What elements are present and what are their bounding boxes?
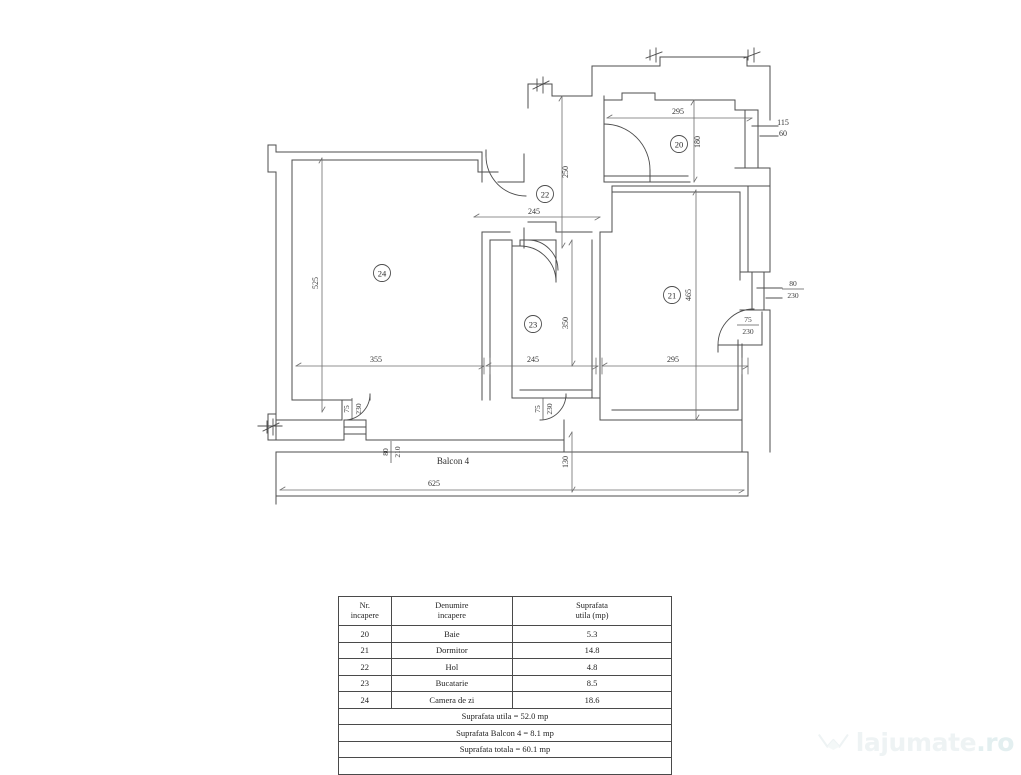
opening-size: 80 230: [782, 279, 804, 300]
table-header-row: Nr. incapere Denumire incapere Suprafata…: [338, 596, 672, 626]
table-row: 21 Dormitor 14.8: [338, 641, 672, 659]
dimension-label: 60: [779, 129, 787, 138]
dimension-label: 250: [561, 166, 570, 178]
dimension-label: 115: [777, 118, 789, 127]
dimension-label: 245: [527, 355, 539, 364]
room-marker-23: 23: [524, 315, 542, 333]
cell-room-number: 20: [338, 625, 392, 643]
summary-row: Suprafata Balcon 4 = 8.1 mp: [338, 724, 672, 742]
room-number-label: 22: [541, 190, 550, 200]
table-row: 24 Camera de zi 18.6: [338, 691, 672, 709]
room-number-label: 20: [675, 140, 684, 150]
opening-width: 80: [789, 279, 797, 288]
site-watermark: lajumate.ro: [818, 723, 1014, 761]
dimension-label: 130: [561, 456, 570, 468]
room-area-table: Nr. incapere Denumire incapere Suprafata…: [338, 596, 672, 775]
header-line-1: Suprafata: [576, 601, 608, 611]
cell-room-name: Bucatarie: [390, 674, 514, 692]
cell-room-area: 5.3: [512, 625, 672, 643]
summary-total-area: Suprafata totala = 60.1 mp: [338, 740, 672, 758]
partial-cell: [338, 757, 672, 775]
room-number-label: 24: [378, 269, 387, 279]
balcony-label: Balcon 4: [437, 456, 470, 466]
cell-room-number: 23: [338, 674, 392, 692]
opening-height: 210: [393, 446, 402, 458]
header-line-2: incapere: [437, 611, 466, 620]
opening-width: 75: [342, 405, 351, 413]
opening-size-labels: 80 230 75 230 75 230 75 230: [342, 279, 804, 463]
dimension-label: 465: [684, 289, 693, 301]
cell-room-name: Baie: [390, 625, 514, 643]
opening-size: 80 210: [381, 441, 402, 463]
room-marker-24: 24: [373, 264, 391, 282]
opening-height: 230: [545, 403, 554, 415]
opening-size: 75 230: [533, 398, 554, 420]
opening-height: 230: [742, 327, 754, 336]
room-marker-21: 21: [663, 286, 681, 304]
summary-row: Suprafata utila = 52.0 mp: [338, 707, 672, 725]
cell-room-name: Dormitor: [390, 641, 514, 659]
dimension-label: 295: [672, 107, 684, 116]
cell-room-area: 18.6: [512, 691, 672, 709]
room-number-markers: 20 21 22 23 24: [373, 135, 688, 333]
room-number-label: 21: [668, 291, 677, 301]
dimension-label: 355: [370, 355, 382, 364]
table-row: 22 Hol 4.8: [338, 658, 672, 676]
table-row: 23 Bucatarie 8.5: [338, 674, 672, 692]
cell-room-number: 22: [338, 658, 392, 676]
room-marker-22: 22: [536, 185, 554, 203]
summary-usable-area: Suprafata utila = 52.0 mp: [338, 707, 672, 725]
cell-room-area: 14.8: [512, 641, 672, 659]
floor-plan-svg: 20 21 22 23 24 295 180 115 60: [257, 47, 804, 505]
room-number-label: 23: [529, 320, 538, 330]
header-cell-name: Denumire incapere: [390, 596, 514, 626]
room-marker-20: 20: [670, 135, 688, 153]
opening-height: 230: [354, 403, 363, 415]
table-row-partial: [338, 757, 672, 775]
watermark-text: lajumate.ro: [855, 727, 1015, 757]
dimension-label: 180: [693, 136, 702, 148]
cell-room-area: 8.5: [512, 674, 672, 692]
header-line-2: incapere: [350, 611, 379, 620]
opening-size: 75 230: [737, 315, 759, 336]
table-header: Nr. incapere Denumire incapere Suprafata…: [338, 596, 672, 626]
dimension-label: 295: [667, 355, 679, 364]
opening-width: 75: [533, 405, 542, 413]
table-row: 20 Baie 5.3: [338, 625, 672, 643]
opening-width: 75: [744, 315, 752, 324]
watermark-suffix: .ro: [976, 727, 1014, 757]
watermark-brand: lajumate: [855, 727, 977, 757]
header-line-1: Denumire: [435, 601, 469, 611]
opening-height: 230: [787, 291, 799, 300]
chevron-logo-icon: [818, 734, 849, 751]
header-cell-nr: Nr. incapere: [338, 596, 392, 626]
cell-room-number: 24: [338, 691, 392, 709]
header-line-2: utila (mp): [575, 611, 609, 620]
dimension-labels: 295 180 115 60 250 245 525 355 350 245 4…: [311, 107, 789, 488]
cell-room-number: 21: [338, 641, 392, 659]
cell-room-name: Camera de zi: [390, 691, 514, 709]
dimension-label: 245: [528, 207, 540, 216]
dimension-label: 625: [428, 479, 440, 488]
opening-width: 80: [381, 448, 390, 456]
cell-room-area: 4.8: [512, 658, 672, 676]
summary-row: Suprafata totala = 60.1 mp: [338, 740, 672, 758]
dimension-label: 525: [311, 277, 320, 289]
cell-room-name: Hol: [390, 658, 514, 676]
header-line-1: Nr.: [359, 601, 370, 611]
opening-size: 75 230: [342, 398, 363, 420]
floor-plan-drawing: 20 21 22 23 24 295 180 115 60: [257, 47, 804, 505]
table-body: 20 Baie 5.3 21 Dormitor 14.8 22 Hol 4.8 …: [338, 625, 672, 775]
header-cell-area: Suprafata utila (mp): [512, 596, 672, 626]
summary-balcony-area: Suprafata Balcon 4 = 8.1 mp: [338, 724, 672, 742]
dimension-label: 350: [561, 317, 570, 329]
